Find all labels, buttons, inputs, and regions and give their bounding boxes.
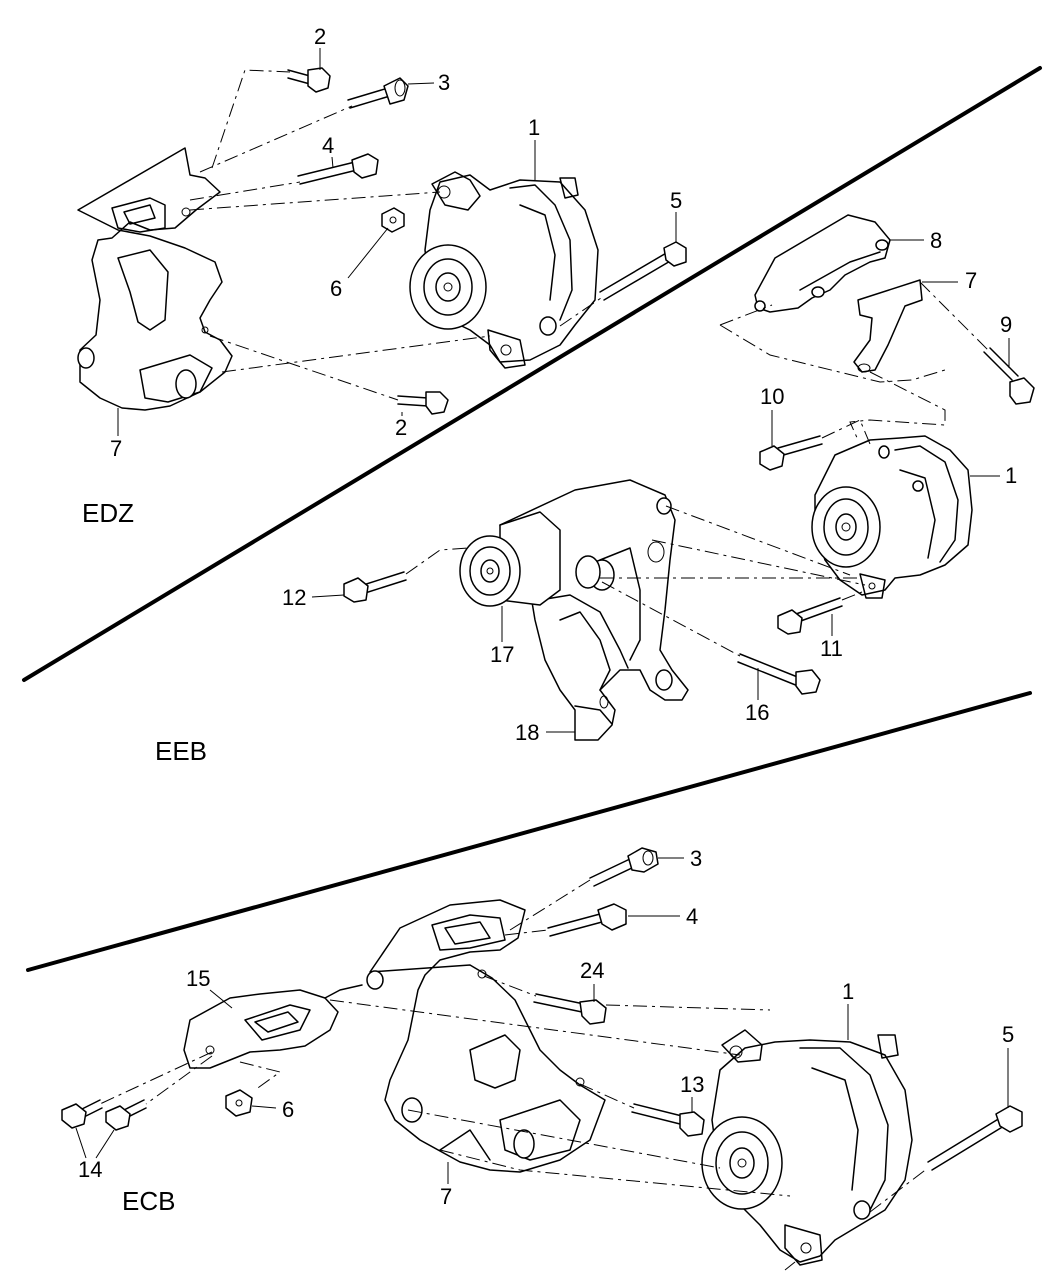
callout-eeb-1: 1 (1005, 463, 1017, 488)
ecb-alternator-1 (701, 1029, 913, 1266)
edz-nut-6 (381, 207, 405, 233)
eeb-bolt-10 (759, 435, 823, 471)
ecb-bolt-4 (547, 903, 627, 937)
ecb-bolt-5 (927, 1105, 1023, 1171)
callout-edz-2-lower: 2 (395, 415, 407, 440)
callout-edz-8: 8 (930, 228, 942, 253)
edz-bolt-5 (599, 241, 687, 301)
callout-ecb-15: 15 (186, 966, 210, 991)
callout-ecb-7: 7 (440, 1184, 452, 1209)
ecb-bolts-14 (61, 1099, 147, 1131)
callout-ecb-6: 6 (282, 1097, 294, 1122)
edz-assembly (77, 67, 687, 415)
callout-edz-5: 5 (670, 188, 682, 213)
callout-edz-4: 4 (322, 133, 334, 158)
divider-line-upper (22, 66, 1042, 682)
callout-edz-3: 3 (438, 70, 450, 95)
eeb-assembly (343, 419, 973, 741)
callout-eeb-12: 12 (282, 585, 306, 610)
callout-ecb-14: 14 (78, 1157, 102, 1182)
ecb-bolt-13 (631, 1103, 705, 1137)
callout-ecb-1: 1 (842, 979, 854, 1004)
section-label-eeb: EEB (155, 736, 207, 766)
eeb-bolt-16 (737, 653, 821, 695)
callout-ecb-3: 3 (690, 846, 702, 871)
ecb-callouts: 3 4 24 15 1 5 13 6 14 7 (75, 846, 1014, 1209)
callout-eeb-11: 11 (820, 636, 843, 661)
callout-eeb-10: 10 (760, 384, 784, 409)
callout-eeb-17: 17 (490, 642, 514, 667)
ecb-bolt-24 (533, 993, 607, 1025)
edz-bolt-3 (347, 77, 409, 109)
edz-bolt-2-top (287, 67, 331, 93)
section-label-ecb: ECB (122, 1186, 175, 1216)
callout-ecb-5: 5 (1002, 1022, 1014, 1047)
eeb-bolt-12 (343, 571, 407, 603)
ecb-bolt-3 (589, 847, 659, 887)
edz-bolt-4 (297, 153, 379, 185)
eeb-bolt-11 (777, 597, 843, 635)
eeb-alternator-1 (811, 435, 973, 599)
callout-edz-7-right: 7 (965, 268, 977, 293)
edz-bracket-8-assembly (719, 214, 1035, 441)
callout-eeb-16: 16 (745, 700, 769, 725)
callout-edz-2-top: 2 (314, 24, 326, 49)
ecb-nut-6 (225, 1089, 253, 1117)
edz-bracket-7 (77, 147, 233, 411)
callout-ecb-24: 24 (580, 958, 604, 983)
ecb-bracket-15 (183, 984, 363, 1069)
edz-alternator-1 (409, 171, 599, 369)
ecb-bracket-7 (366, 899, 606, 1173)
callout-edz-7-left: 7 (110, 436, 122, 461)
callout-edz-1: 1 (528, 115, 540, 140)
edz-callouts: 2 3 4 1 5 6 8 7 9 7 2 (110, 24, 1012, 461)
divider-line-lower (26, 691, 1032, 972)
callout-ecb-13: 13 (680, 1072, 704, 1097)
callout-edz-9: 9 (1000, 312, 1012, 337)
ecb-assembly (61, 847, 1023, 1271)
callout-edz-6: 6 (330, 276, 342, 301)
callout-eeb-18: 18 (515, 720, 539, 745)
section-label-edz: EDZ (82, 498, 134, 528)
eeb-callouts: 10 1 12 17 11 16 18 (282, 384, 1017, 745)
callout-ecb-4: 4 (686, 904, 698, 929)
eeb-idler-pulley-17 (459, 511, 561, 607)
edz-bolt-2-lower (397, 391, 449, 415)
